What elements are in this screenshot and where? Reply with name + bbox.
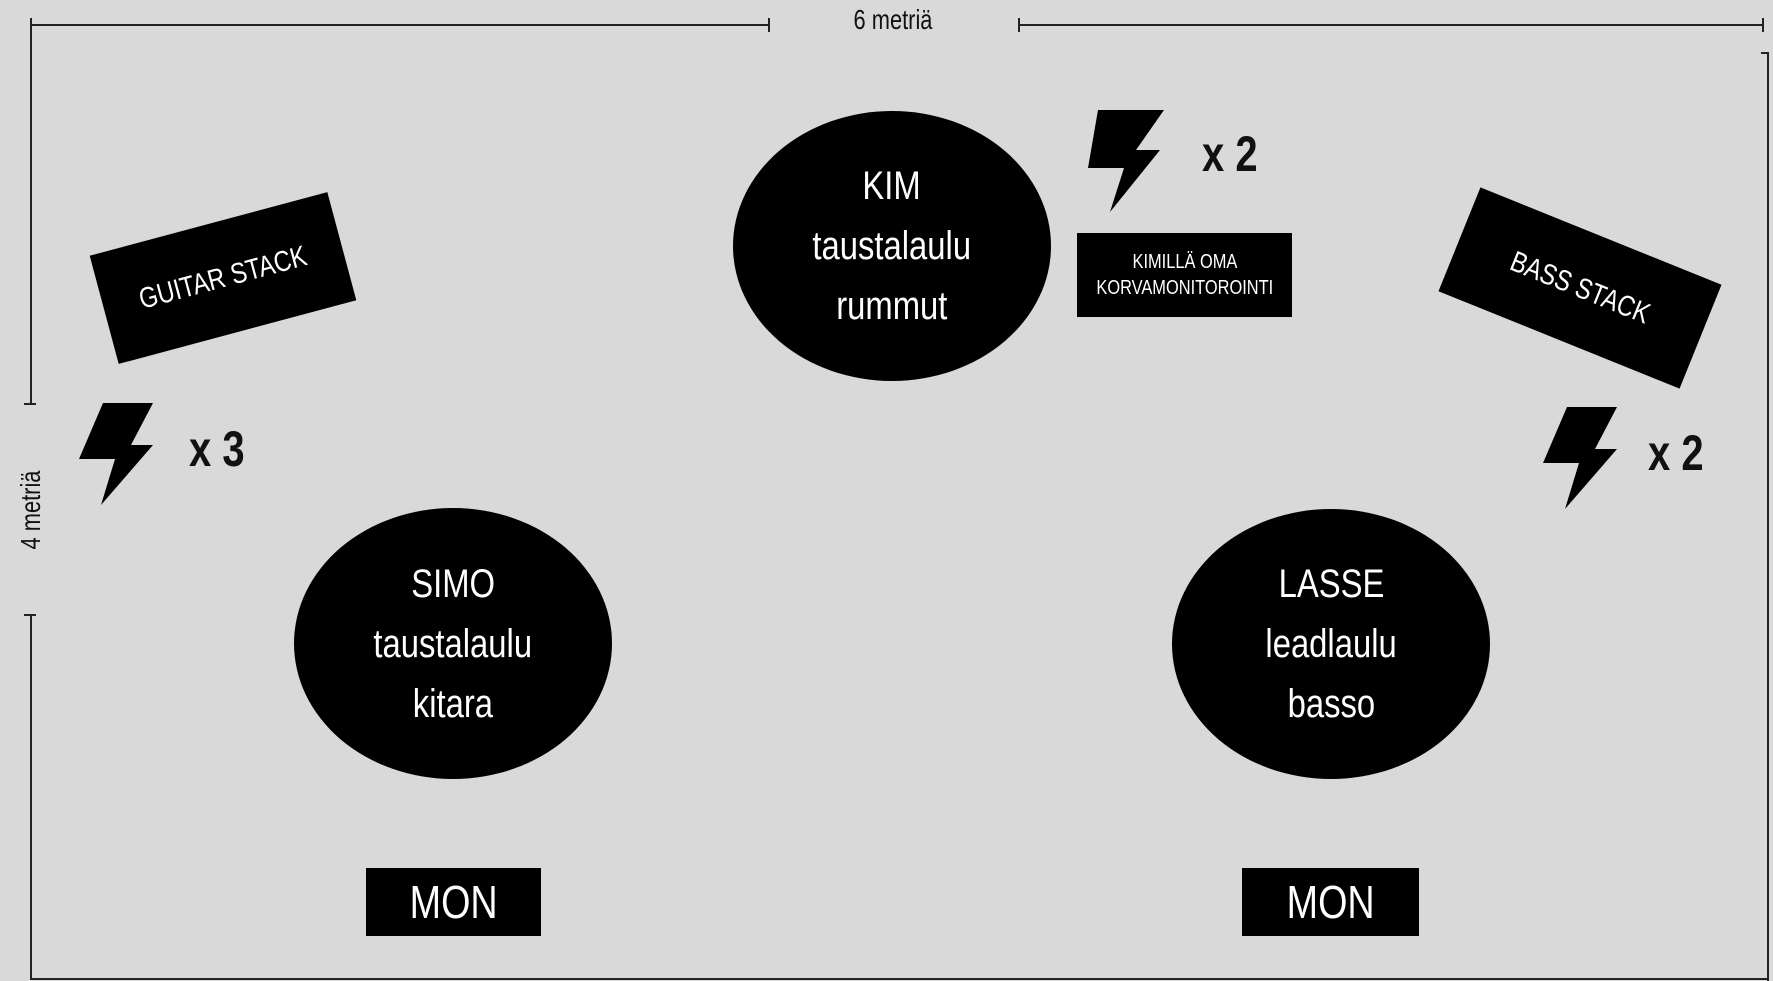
guitar-stack: GUITAR STACK	[89, 192, 357, 364]
performer-lasse-name: LASSE	[1278, 562, 1384, 606]
performer-simo: SIMO taustalaulu kitara	[294, 508, 612, 779]
height-dimension-line-bottom	[30, 614, 32, 979]
bass-stack: BASS STACK	[1438, 187, 1722, 389]
lightning-bolt-icon	[79, 403, 153, 505]
performer-simo-name: SIMO	[411, 561, 495, 606]
performer-simo-role-instrument: kitara	[412, 681, 494, 726]
height-dimension-tick-top	[24, 403, 36, 405]
performer-kim-role-instrument: rummut	[836, 284, 948, 328]
performer-simo-role-vocals: taustalaulu	[373, 621, 533, 666]
in-ear-monitoring-note: KIMILLÄ OMA KORVAMONITOROINTI	[1077, 233, 1292, 317]
performer-kim: KIM taustalaulu rummut	[733, 111, 1051, 381]
performer-kim-role-vocals: taustalaulu	[812, 224, 972, 268]
guitar-stack-label: GUITAR STACK	[135, 239, 311, 316]
bass-stack-label: BASS STACK	[1505, 245, 1655, 331]
width-dimension-line-right	[1018, 24, 1763, 26]
note-line-2: KORVAMONITOROINTI	[1096, 277, 1273, 299]
monitor-right-label: MON	[1286, 876, 1375, 928]
width-dimension-label: 6 metriä	[853, 4, 933, 35]
power-count-right: x 2	[1648, 425, 1704, 481]
performer-lasse-role-instrument: basso	[1287, 682, 1375, 726]
width-dimension-tick-mid-left	[768, 18, 770, 32]
monitor-right: MON	[1242, 868, 1419, 936]
stage-border-bottom	[30, 978, 1769, 980]
power-count-left: x 3	[189, 421, 245, 477]
lightning-bolt-icon	[1088, 110, 1164, 212]
note-line-1: KIMILLÄ OMA	[1132, 251, 1237, 273]
monitor-left: MON	[366, 868, 541, 936]
width-dimension-tick-right	[1762, 18, 1764, 32]
performer-lasse-role-vocals: leadlaulu	[1265, 622, 1397, 666]
height-dimension-line-top	[30, 24, 32, 404]
power-count-top: x 2	[1202, 126, 1258, 182]
monitor-left-label: MON	[409, 876, 498, 928]
height-dimension-label: 4 metriä	[15, 470, 46, 550]
stage-border-right-tick	[1761, 52, 1769, 54]
performer-lasse: LASSE leadlaulu basso	[1172, 509, 1490, 779]
width-dimension-tick-mid-right	[1018, 18, 1020, 32]
performer-kim-name: KIM	[862, 164, 922, 208]
stage-border-right	[1767, 52, 1769, 981]
width-dimension-line-left	[30, 24, 768, 26]
lightning-bolt-icon	[1543, 407, 1617, 509]
height-dimension-tick-bottom	[24, 614, 36, 616]
